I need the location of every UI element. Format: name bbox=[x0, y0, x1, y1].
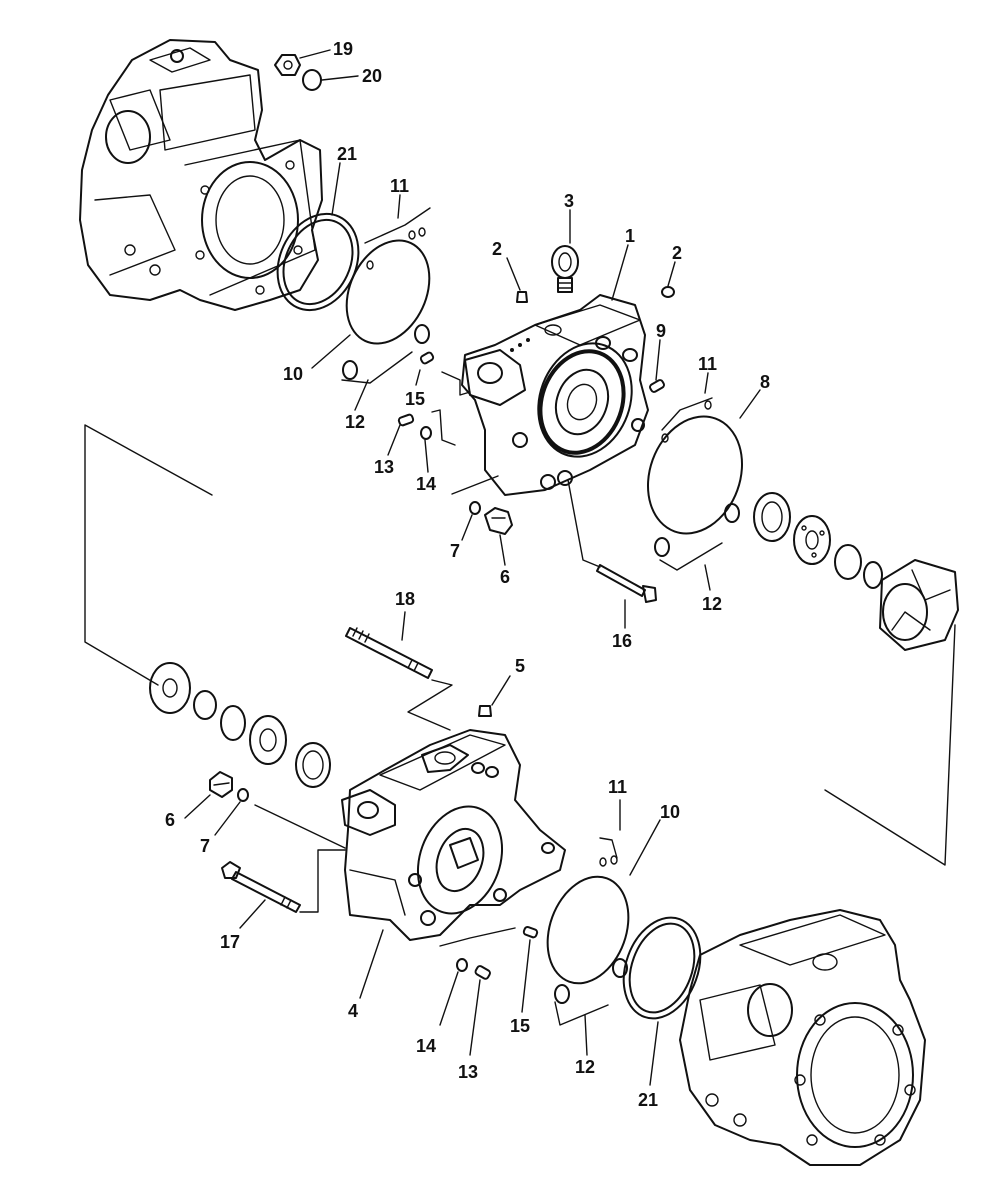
callout-17: 17 bbox=[220, 932, 240, 952]
plug-6-upper bbox=[484, 507, 513, 535]
o-ring-10-upper bbox=[345, 239, 431, 345]
assembly-leader-lines bbox=[84, 424, 956, 866]
callout-21: 21 bbox=[337, 144, 357, 164]
plug-2-right bbox=[661, 286, 675, 298]
callout-6: 6 bbox=[165, 810, 175, 830]
callout-2: 2 bbox=[492, 239, 502, 259]
callout-14: 14 bbox=[416, 474, 436, 494]
stud-18 bbox=[345, 627, 433, 679]
bearing-stack-lower-left bbox=[149, 662, 331, 788]
callout-15: 15 bbox=[405, 389, 425, 409]
parts-11-12-right bbox=[654, 397, 740, 571]
callout-18: 18 bbox=[395, 589, 415, 609]
lower-right-motor-assembly bbox=[679, 909, 926, 1166]
seal-ring-21-lower bbox=[622, 916, 702, 1020]
plug-2-left bbox=[516, 291, 528, 303]
callout-15: 15 bbox=[510, 1016, 530, 1036]
housing-1 bbox=[461, 294, 649, 496]
parts-13-14-15-upper bbox=[397, 351, 471, 446]
upper-left-pump-assembly bbox=[79, 39, 323, 311]
plug-6-lower bbox=[209, 771, 233, 798]
callout-4: 4 bbox=[348, 1001, 358, 1021]
callout-10: 10 bbox=[660, 802, 680, 822]
callout-12: 12 bbox=[702, 594, 722, 614]
o-ring-7-upper bbox=[469, 501, 481, 515]
parts-11-12-lower bbox=[554, 837, 628, 1026]
bolt-17 bbox=[221, 849, 346, 913]
callout-16: 16 bbox=[612, 631, 632, 651]
eye-bolt-3 bbox=[551, 245, 579, 293]
seal-ring-21-upper bbox=[276, 212, 360, 312]
callout-6: 6 bbox=[500, 567, 510, 587]
callout-8: 8 bbox=[760, 372, 770, 392]
callout-10: 10 bbox=[283, 364, 303, 384]
callout-labels: 19 20 21 11 3 2 1 2 9 10 15 12 13 14 11 … bbox=[165, 39, 770, 1110]
bolt-16 bbox=[567, 479, 657, 603]
callout-2: 2 bbox=[672, 243, 682, 263]
callout-12: 12 bbox=[345, 412, 365, 432]
nut-19 bbox=[274, 54, 301, 76]
callout-13: 13 bbox=[374, 457, 394, 477]
housing-4 bbox=[341, 729, 566, 941]
callout-5: 5 bbox=[515, 656, 525, 676]
callout-14: 14 bbox=[416, 1036, 436, 1056]
o-ring-7-lower bbox=[237, 788, 249, 802]
callout-1: 1 bbox=[625, 226, 635, 246]
callout-19: 19 bbox=[333, 39, 353, 59]
bearing-stack-upper-right bbox=[753, 492, 883, 589]
callout-20: 20 bbox=[362, 66, 382, 86]
callout-7: 7 bbox=[200, 836, 210, 856]
washer-20 bbox=[302, 69, 322, 91]
parts-11-12-upper-left bbox=[341, 207, 431, 384]
callout-9: 9 bbox=[656, 321, 666, 341]
callout-21: 21 bbox=[638, 1090, 658, 1110]
callout-leaders bbox=[184, 49, 761, 1086]
o-ring-10-lower bbox=[546, 875, 630, 985]
callout-11: 11 bbox=[390, 176, 409, 196]
callout-3: 3 bbox=[564, 191, 574, 211]
callout-12: 12 bbox=[575, 1057, 595, 1077]
callout-13: 13 bbox=[458, 1062, 478, 1082]
parts-13-14-15-lower bbox=[439, 926, 539, 980]
callout-11: 11 bbox=[608, 777, 627, 797]
coupling-far-right bbox=[879, 559, 959, 651]
callout-7: 7 bbox=[450, 541, 460, 561]
o-ring-8 bbox=[646, 415, 744, 535]
plug-5 bbox=[478, 705, 492, 717]
pin-9 bbox=[649, 379, 665, 393]
callout-11: 11 bbox=[698, 354, 717, 374]
